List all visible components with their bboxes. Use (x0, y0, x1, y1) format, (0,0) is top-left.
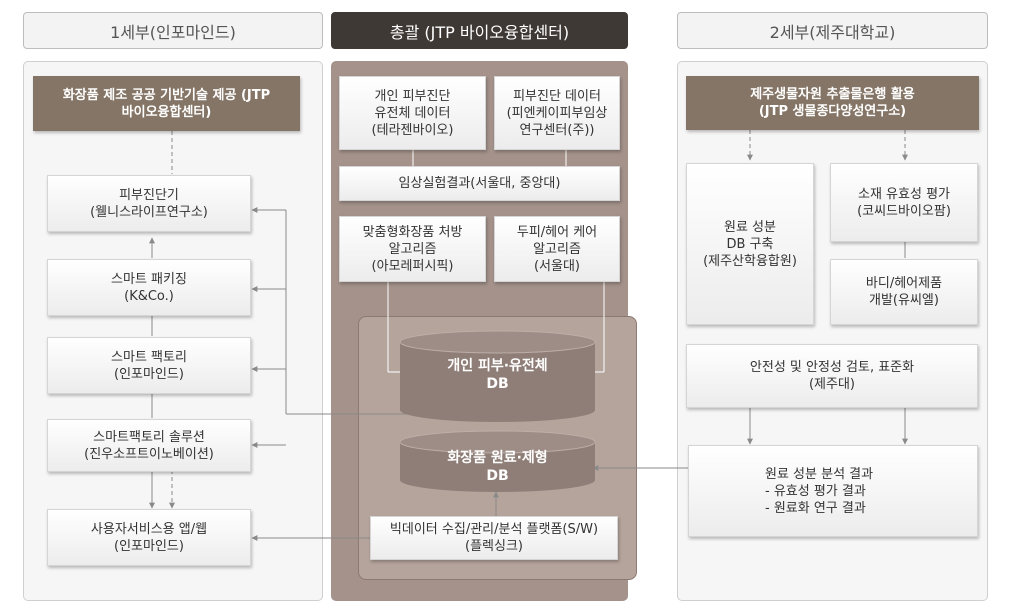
safety-stability-box: 안전성 및 안정성 검토, 표준화 (제주대) (686, 344, 978, 408)
analysis-results-box: 원료 성분 분석 결과 - 유효성 평가 결과 - 원료화 연구 결과 (688, 445, 978, 537)
bigdata-platform-box: 빅데이터 수집/관리/분석 플랫폼(S/W) (플렉싱크) (370, 516, 618, 560)
body-hair-product-box: 바디/헤어제품 개발(유씨엘) (830, 259, 978, 325)
left-top-box: 화장품 제조 공공 기반기술 제공 (JTP 바이오융합센터) (33, 76, 300, 131)
center-header: 총괄 (JTP 바이오융합센터) (331, 12, 628, 49)
raw-material-db-box: 원료 성분 DB 구축 (제주산학융합원) (686, 163, 814, 325)
custom-cosmetics-algorithm-box: 맞춤형화장품 처방 알고리즘 (아모레퍼시픽) (339, 216, 486, 282)
left-header: 1세부(인포마인드) (23, 12, 323, 49)
user-app-web-box: 사용자서비스용 앱/웹 (인포마인드) (47, 509, 251, 566)
scalp-hair-algorithm-box: 두피/헤어 케어 알고리즘 (서울대) (494, 216, 620, 282)
cosmetic-ingredient-formulation-db: 화장품 원료·제형 DB (447, 450, 548, 484)
personal-skin-genome-db: 개인 피부·유전체 DB (447, 358, 548, 392)
right-header: 2세부(제주대학교) (677, 12, 988, 49)
clinical-results-box: 임상실험결과(서울대, 중앙대) (339, 166, 620, 201)
skin-diagnosis-data-box: 피부진단 데이터 (피엔케이피부임상 연구센터(주)) (494, 76, 620, 150)
smart-factory-box: 스마트 팩토리 (인포마인드) (47, 337, 251, 394)
db-cylinders (399, 330, 596, 492)
smart-factory-solution-box: 스마트팩토리 솔루션 (진우소프트이노베이션) (47, 419, 251, 472)
smart-packaging-box: 스마트 패키징 (K&Co.) (47, 259, 251, 316)
skin-diagnosis-device-box: 피부진단기 (웰니스라이프연구소) (47, 175, 251, 232)
efficacy-evaluation-box: 소재 유효성 평가 (코씨드바이오팜) (830, 163, 978, 242)
right-top-box: 제주생물자원 추출물은행 활용 (JTP 생물종다양성연구소) (686, 76, 979, 130)
genome-data-box: 개인 피부진단 유전체 데이터 (테라젠바이오) (339, 76, 486, 150)
